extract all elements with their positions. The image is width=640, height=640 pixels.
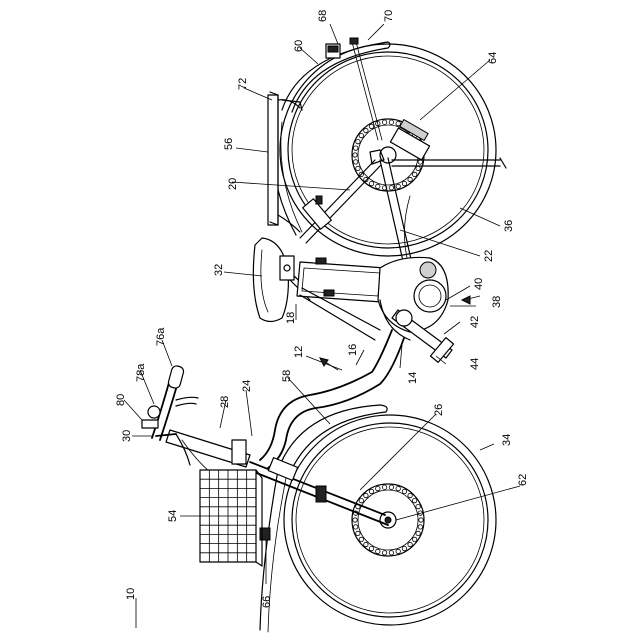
label-44: 44 [469, 358, 481, 370]
disc-hole [402, 489, 406, 493]
disc-hole [389, 120, 393, 124]
steering [166, 430, 388, 540]
down-tube [260, 330, 392, 460]
label-80: 80 [115, 394, 127, 406]
disc-hole [389, 551, 393, 555]
label-68: 68 [317, 10, 329, 22]
disc-hole [396, 184, 400, 188]
control-switch [142, 420, 158, 428]
disc-hole [364, 128, 368, 132]
label-26: 26 [433, 404, 445, 416]
label-30: 30 [121, 430, 133, 442]
disc-hole [353, 153, 357, 157]
label-62: 62 [517, 474, 529, 486]
rear-wheel [272, 42, 496, 256]
battery-case [297, 262, 385, 302]
carrier-plate [268, 95, 278, 225]
disc-hole [389, 485, 393, 489]
disc-hole [359, 133, 363, 137]
label-12: 12 [293, 346, 305, 358]
crank-axle [396, 310, 412, 326]
label-22: 22 [483, 250, 495, 262]
disc-hole [364, 493, 368, 497]
label-28: 28 [219, 396, 231, 408]
battery [297, 258, 385, 302]
disc-hole [369, 181, 373, 185]
label-38: 38 [491, 296, 503, 308]
label-24: 24 [241, 380, 253, 392]
bell [148, 406, 160, 418]
label-34: 34 [501, 434, 513, 446]
disc-hole [376, 549, 380, 553]
brake-lever [176, 397, 198, 400]
disc-hole [354, 525, 358, 529]
disc-hole [413, 172, 417, 176]
label-32: 32 [213, 264, 225, 276]
disc-hole [353, 518, 357, 522]
disc-hole [382, 120, 386, 124]
disc-hole [376, 184, 380, 188]
disc-hole [418, 525, 422, 529]
label-40: 40 [473, 278, 485, 290]
disc-hole [389, 186, 393, 190]
label-42: 42 [469, 316, 481, 328]
label-20: 20 [227, 178, 239, 190]
disc-hole [416, 531, 420, 535]
front-wheel [260, 405, 496, 632]
figure-label: 10 [125, 588, 137, 600]
disc-hole [408, 542, 412, 546]
label-76a: 76a [155, 327, 167, 346]
disc-hole [354, 146, 358, 150]
disc-hole [382, 485, 386, 489]
label-54: 54 [167, 510, 179, 522]
label-78a: 78a [135, 363, 147, 382]
disc-hole [354, 160, 358, 164]
disc-hole [369, 546, 373, 550]
seat-stay [300, 160, 375, 238]
disc-hole [413, 537, 417, 541]
label-36: 36 [503, 220, 515, 232]
front-basket [200, 470, 262, 566]
disc-hole [356, 531, 360, 535]
disc-hole [396, 549, 400, 553]
label-60: 60 [293, 40, 305, 52]
label-72: 72 [237, 78, 249, 90]
disc-hole [396, 486, 400, 490]
disc-hole [364, 542, 368, 546]
disc-hole [416, 166, 420, 170]
disc-hole [419, 518, 423, 522]
label-56: 56 [223, 138, 235, 150]
disc-hole [356, 139, 360, 143]
disc-hole [416, 504, 420, 508]
disc-hole [356, 166, 360, 170]
disc-hole [402, 546, 406, 550]
front-light-bracket [316, 486, 326, 502]
disc-hole [359, 498, 363, 502]
label-18: 18 [285, 312, 297, 324]
label-66: 66 [261, 596, 273, 608]
disc-hole [396, 121, 400, 125]
handlebar [142, 365, 210, 472]
disc-hole [359, 537, 363, 541]
label-58: 58 [281, 370, 293, 382]
disc-hole [369, 489, 373, 493]
label-70: 70 [383, 10, 395, 22]
label-16: 16 [347, 344, 359, 356]
leader-lines [124, 24, 520, 628]
drive-unit [378, 257, 454, 362]
grip [167, 365, 184, 389]
disc-hole [408, 493, 412, 497]
disc-hole [408, 177, 412, 181]
disc-hole [413, 498, 417, 502]
disc-hole [402, 181, 406, 185]
disc-hole [376, 486, 380, 490]
label-14: 14 [407, 372, 419, 384]
disc-hole [382, 551, 386, 555]
disc-hole [369, 124, 373, 128]
label-64: 64 [487, 52, 499, 64]
